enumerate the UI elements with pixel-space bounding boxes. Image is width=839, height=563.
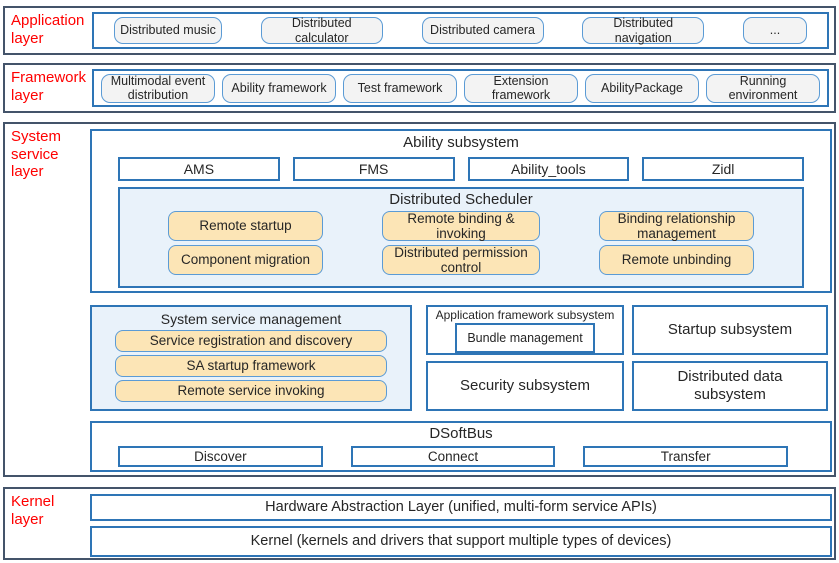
app-item-distributed-calculator: Distributed calculator	[260, 16, 383, 45]
ssm-chip-remote-service-invoking: Remote service invoking	[115, 380, 387, 402]
layer-band-kernel: Kernel layer Hardware Abstraction Layer …	[3, 487, 836, 560]
app-item-distributed-camera: Distributed camera	[421, 17, 544, 44]
app-item-distributed-music: Distributed music	[114, 17, 222, 44]
application-items-container: Distributed music Distributed calculator…	[92, 12, 829, 49]
app-item-distributed-navigation: Distributed navigation	[582, 16, 705, 45]
scheduler-chip-component-migration: Component migration	[168, 245, 323, 275]
application-framework-subsystem-panel: Application framework subsystem Bundle m…	[426, 305, 624, 355]
fw-item-multimodal-event-distribution: Multimodal event distribution	[101, 73, 215, 103]
hardware-abstraction-layer-box: Hardware Abstraction Layer (unified, mul…	[90, 494, 832, 521]
kernel-box: Kernel (kernels and drivers that support…	[90, 526, 832, 557]
ability-subsystem-panel: Ability subsystem AMS FMS Ability_tools …	[90, 129, 832, 293]
app-item-ellipsis: ...	[743, 17, 807, 44]
scheduler-chip-binding-relationship-management: Binding relationship management	[599, 211, 754, 241]
dsoftbus-title: DSoftBus	[429, 425, 493, 442]
framework-items-container: Multimodal event distribution Ability fr…	[92, 69, 829, 107]
scheduler-chip-remote-startup: Remote startup	[168, 211, 323, 241]
system-service-layer-label: System service layer	[11, 128, 62, 181]
system-service-management-title: System service management	[160, 311, 342, 327]
ability-item-ams: AMS	[118, 157, 280, 181]
ssm-chip-service-registration-discovery: Service registration and discovery	[115, 330, 387, 352]
layer-band-application: Application layer Distributed music Dist…	[3, 6, 836, 55]
dsoftbus-item-connect: Connect	[350, 446, 556, 467]
fw-item-running-environment: Running environment	[706, 73, 820, 103]
layer-band-framework: Framework layer Multimodal event distrib…	[3, 63, 836, 113]
dsoftbus-item-transfer: Transfer	[583, 446, 789, 467]
distributed-scheduler-panel: Distributed Scheduler Remote startup Rem…	[118, 187, 804, 288]
ability-subsystem-items-row: AMS FMS Ability_tools Zidl	[92, 157, 830, 181]
dsoftbus-item-discover: Discover	[118, 446, 323, 467]
layer-band-system-service: System service layer Ability subsystem A…	[3, 122, 836, 477]
system-service-management-panel: System service management Service regist…	[90, 305, 412, 411]
fw-item-test-framework: Test framework	[343, 73, 457, 103]
bundle-management-box: Bundle management	[455, 323, 595, 354]
ability-item-zidl: Zidl	[642, 157, 804, 181]
security-subsystem-box: Security subsystem	[426, 361, 624, 411]
ability-item-fms: FMS	[292, 157, 455, 181]
ability-subsystem-title: Ability subsystem	[403, 134, 519, 151]
fw-item-abilitypackage: AbilityPackage	[585, 73, 699, 103]
scheduler-chip-remote-binding-invoking: Remote binding & invoking	[382, 211, 540, 241]
scheduler-chip-remote-unbinding: Remote unbinding	[599, 245, 754, 275]
ssm-chip-sa-startup-framework: SA startup framework	[115, 355, 387, 377]
scheduler-chip-distributed-permission-control: Distributed permission control	[382, 245, 540, 275]
framework-layer-label: Framework layer	[11, 69, 87, 104]
dsoftbus-panel: DSoftBus Discover Connect Transfer	[90, 421, 832, 472]
kernel-layer-label: Kernel layer	[11, 493, 55, 528]
dsoftbus-items-row: Discover Connect Transfer	[92, 446, 830, 467]
fw-item-ability-framework: Ability framework	[222, 73, 336, 103]
distributed-scheduler-title: Distributed Scheduler	[389, 191, 533, 208]
application-framework-subsystem-title: Application framework subsystem	[435, 308, 615, 322]
distributed-data-subsystem-box: Distributed data subsystem	[632, 361, 828, 411]
distributed-scheduler-grid: Remote startup Remote binding & invoking…	[120, 208, 802, 275]
application-layer-label: Application layer	[11, 12, 85, 47]
fw-item-extension-framework: Extension framework	[464, 73, 578, 103]
ability-item-ability-tools: Ability_tools	[467, 157, 630, 181]
startup-subsystem-box: Startup subsystem	[632, 305, 828, 355]
